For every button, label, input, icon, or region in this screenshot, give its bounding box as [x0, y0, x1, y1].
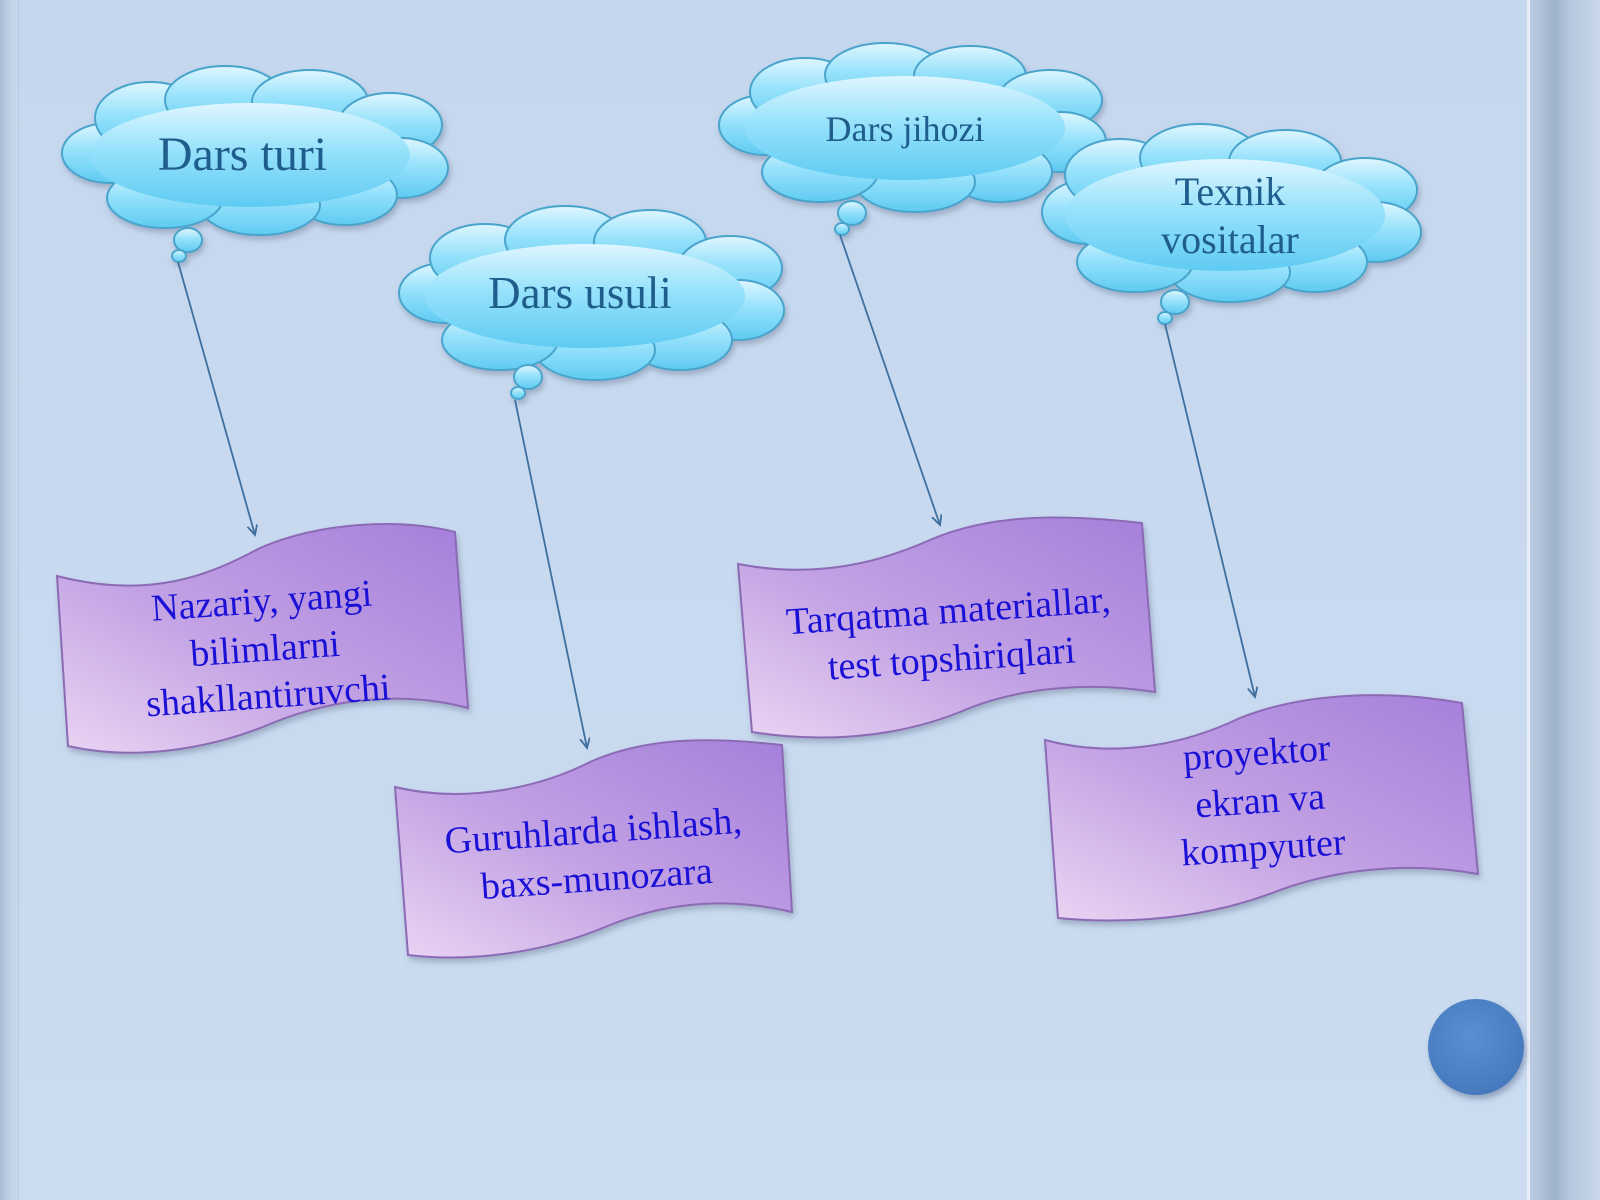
flag-guruhlarda	[393, 739, 794, 959]
cloud-dars-jihozi	[718, 42, 1107, 236]
slide-frame-right	[1530, 0, 1600, 1200]
flag-tarqatma	[736, 516, 1157, 739]
flag-nazariy	[55, 523, 470, 754]
cloud-texnik-vositalar	[1041, 123, 1422, 325]
cloud-label-texnik-vositalar: Texnik vositalar	[1090, 168, 1370, 264]
flag-proyektor	[1043, 694, 1480, 922]
connector-texnik-vositalar	[1164, 323, 1255, 697]
flag-label-nazariy: Nazariy, yangi bilimlarni shakllantiruvc…	[90, 566, 439, 732]
cloud-dars-turi	[61, 65, 449, 263]
connector-dars-turi	[177, 261, 255, 535]
connector-dars-jihozi	[839, 234, 940, 525]
cloud-label-texnik-line1: Texnik	[1174, 169, 1286, 214]
cloud-dars-usuli	[398, 205, 785, 400]
cloud-label-dars-turi: Dars turi	[157, 128, 328, 181]
flag-label-proyektor: proyektor ekran va kompyuter	[1095, 719, 1424, 883]
cloud-label-dars-jihozi: Dars jihozi	[825, 109, 985, 149]
circle-icon[interactable]	[1428, 999, 1524, 1095]
connector-dars-usuli	[514, 399, 587, 748]
cloud-label-texnik-line2: vositalar	[1161, 217, 1299, 262]
slide-frame-right-highlight	[1527, 0, 1530, 1200]
cloud-label-dars-usuli: Dars usuli	[488, 268, 672, 318]
slide-frame-left	[0, 0, 19, 1200]
